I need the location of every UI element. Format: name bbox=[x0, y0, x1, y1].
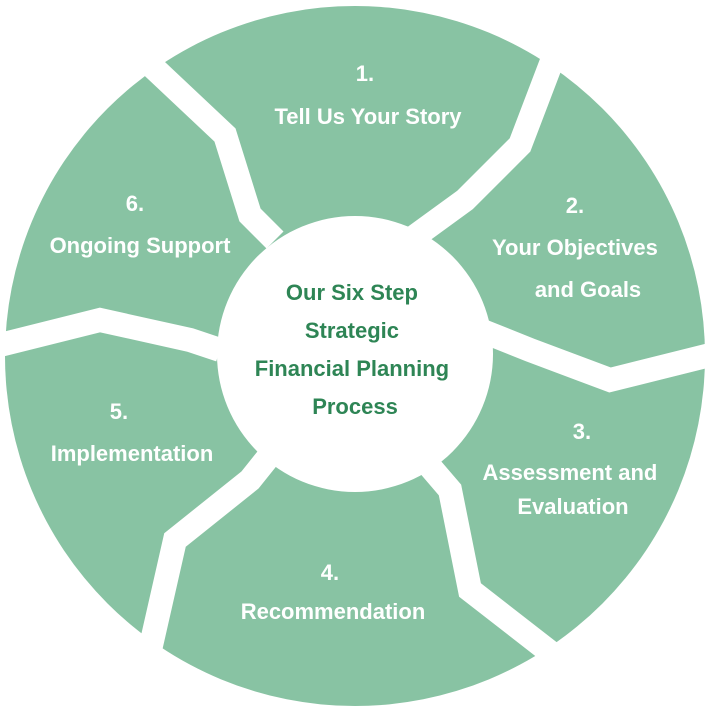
step-1-label: 1. Tell Us Your Story bbox=[274, 61, 462, 129]
step-title-line: Evaluation bbox=[517, 494, 628, 519]
center-disc bbox=[217, 216, 493, 492]
step-5-label: 5. Implementation bbox=[51, 399, 214, 466]
step-title-line: Assessment and bbox=[483, 460, 658, 485]
center-title: Our Six Step Strategic Financial Plannin… bbox=[255, 280, 455, 419]
step-4-label: 4. Recommendation bbox=[241, 560, 426, 624]
step-number: 5. bbox=[110, 399, 128, 424]
step-title-line: and Goals bbox=[535, 277, 641, 302]
separator-2-3 bbox=[475, 318, 710, 393]
step-number: 4. bbox=[321, 560, 339, 585]
step-title-line: Recommendation bbox=[241, 599, 426, 624]
step-number: 6. bbox=[126, 191, 144, 216]
step-title-line: Implementation bbox=[51, 441, 214, 466]
separator-6-1 bbox=[131, 46, 284, 249]
center-title-line: Strategic bbox=[305, 318, 399, 343]
step-number: 3. bbox=[573, 419, 591, 444]
step-number: 2. bbox=[566, 193, 584, 218]
separator-3-4 bbox=[410, 447, 568, 670]
center-title-line: Process bbox=[312, 394, 398, 419]
step-title-line: Tell Us Your Story bbox=[274, 104, 462, 129]
step-3-label: 3. Assessment and Evaluation bbox=[483, 419, 664, 519]
separator-5-6 bbox=[0, 307, 224, 362]
separator-4-5 bbox=[138, 447, 280, 653]
step-number: 1. bbox=[356, 61, 374, 86]
step-title-line: Ongoing Support bbox=[50, 233, 232, 258]
step-2-label: 2. Your Objectives and Goals bbox=[492, 193, 664, 302]
center-title-line: Our Six Step bbox=[286, 280, 418, 305]
separator-1-2 bbox=[402, 35, 572, 250]
step-6-label: 6. Ongoing Support bbox=[50, 191, 232, 258]
center-title-line: Financial Planning bbox=[255, 356, 449, 381]
step-title-line: Your Objectives bbox=[492, 235, 658, 260]
segment-separators bbox=[0, 35, 710, 670]
